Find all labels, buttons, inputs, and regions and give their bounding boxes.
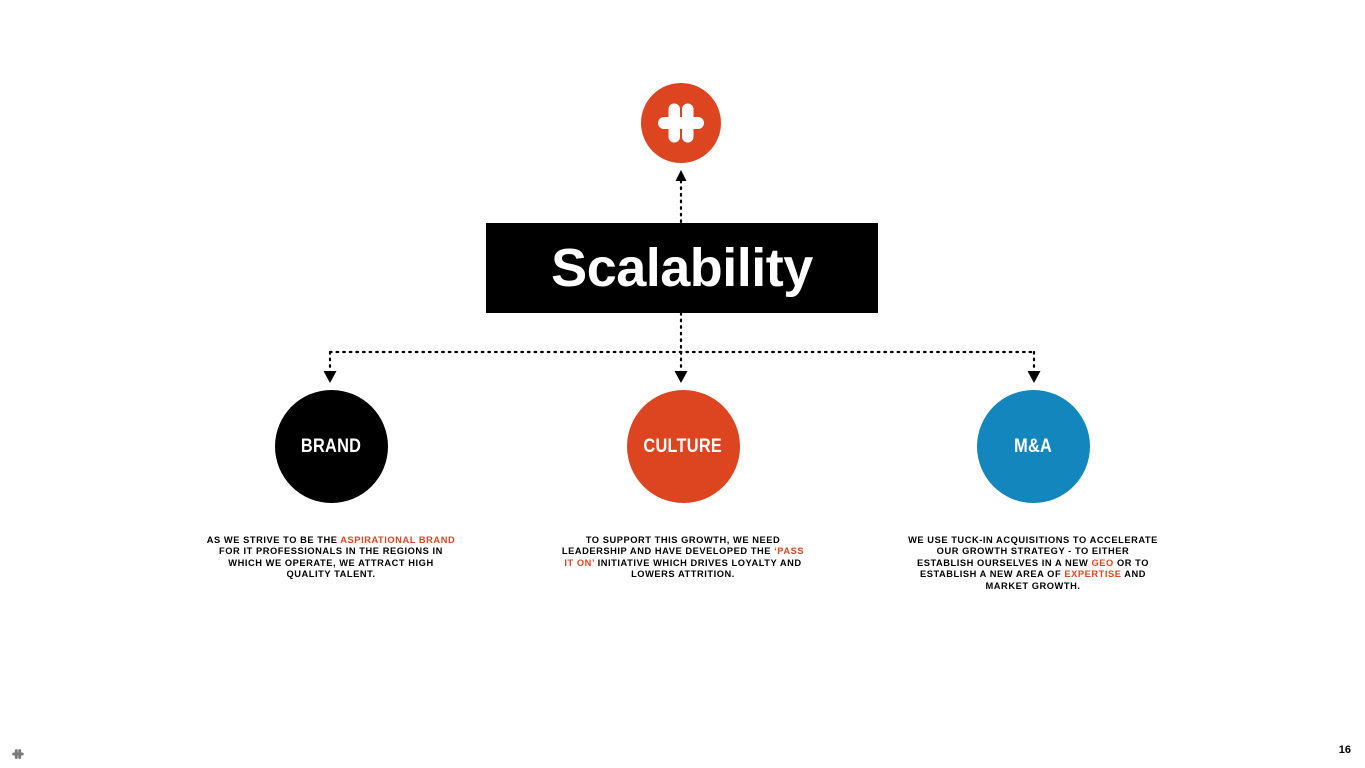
brand-logo-badge — [641, 83, 721, 163]
flower-cluster-logo-icon — [658, 103, 704, 143]
pillar-brand[interactable]: BRAND AS WE STRIVE TO BE THE ASPIRATIONA… — [171, 390, 491, 581]
pillar-circle-culture[interactable]: CULTURE — [626, 390, 740, 503]
title-banner: Scalability — [486, 223, 878, 313]
pillar-label-ma: M&A — [1013, 435, 1052, 457]
body-text-run: INITIATIVE WHICH DRIVES LOYALTY AND LOWE… — [594, 557, 802, 580]
pillars-row: BRAND AS WE STRIVE TO BE THE ASPIRATIONA… — [0, 390, 1365, 620]
body-text-run: OR TO ESTABLISH A NEW AREA OF — [919, 557, 1149, 580]
pillar-circle-ma[interactable]: M&A — [976, 390, 1090, 503]
body-text-run: FOR IT PROFESSIONALS IN THE REGIONS IN W… — [219, 546, 443, 580]
pillar-description-culture: TO SUPPORT THIS GROWTH, WE NEED LEADERSH… — [558, 535, 808, 581]
pillar-ma[interactable]: M&A WE USE TUCK-IN ACQUISITIONS TO ACCEL… — [873, 390, 1193, 592]
arrowhead-down-brand — [323, 371, 337, 383]
body-text-run: AS WE STRIVE TO BE THE — [206, 535, 341, 545]
body-text-run: WE USE TUCK-IN ACQUISITIONS TO ACCELERAT… — [908, 535, 1158, 568]
pillar-circle-brand[interactable]: BRAND — [274, 390, 388, 503]
page-title: Scalability — [551, 238, 813, 298]
pillar-description-brand: AS WE STRIVE TO BE THE ASPIRATIONAL BRAN… — [206, 535, 456, 581]
arrowhead-up-to-logo — [675, 170, 687, 181]
flower-cluster-logo-icon — [12, 749, 24, 759]
highlighted-phrase: ASPIRATIONAL BRAND — [340, 535, 456, 545]
highlighted-phrase: EXPERTISE — [1064, 569, 1122, 580]
pillar-label-brand: BRAND — [300, 435, 362, 457]
body-text-run: AND MARKET GROWTH. — [985, 569, 1147, 591]
pillar-culture[interactable]: CULTURE TO SUPPORT THIS GROWTH, WE NEED … — [523, 390, 843, 581]
arrowhead-down-ma — [1027, 371, 1041, 383]
body-text-run: TO SUPPORT THIS GROWTH, WE NEED LEADERSH… — [561, 535, 781, 557]
highlighted-phrase: ‘PASS IT ON’ — [564, 546, 805, 568]
pillar-description-ma: WE USE TUCK-IN ACQUISITIONS TO ACCELERAT… — [908, 535, 1158, 592]
pillar-label-culture: CULTURE — [643, 435, 723, 457]
footer-brand-logo — [8, 744, 28, 764]
highlighted-phrase: GEO — [1091, 557, 1114, 568]
arrowhead-down-culture — [674, 371, 688, 383]
page-number: 16 — [1338, 744, 1351, 756]
